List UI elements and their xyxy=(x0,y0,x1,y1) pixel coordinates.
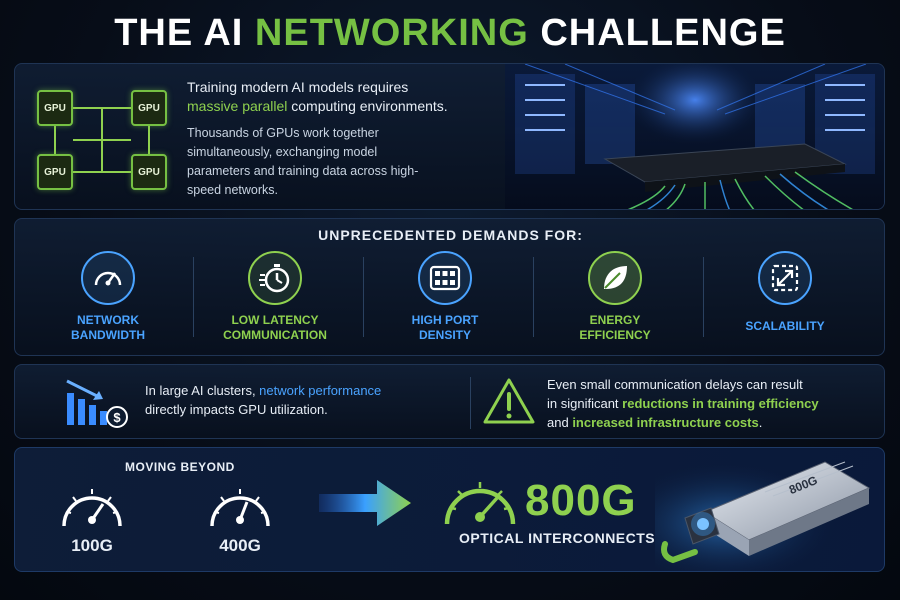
arrow-right-icon xyxy=(319,480,411,526)
intro-text: Training modern AI models requires massi… xyxy=(187,78,487,200)
gpu-chip: GPU xyxy=(131,154,167,190)
intro-line-2: massive parallel computing environments. xyxy=(187,98,448,114)
target-speed-800g: 800G xyxy=(525,476,637,525)
page-title: THE AI NETWORKING CHALLENGE xyxy=(114,12,786,54)
speed-400g-label: 400G xyxy=(219,536,261,555)
leaf-icon xyxy=(588,251,642,305)
optical-transceiver-module-image xyxy=(655,448,884,571)
gpu-interconnect-lines xyxy=(54,107,150,173)
impact-panel: $ In large AI clusters, network performa… xyxy=(14,364,885,439)
optical-interconnects-caption: OPTICAL INTERCONNECTS xyxy=(459,530,656,546)
divider xyxy=(533,257,534,337)
gauge-100g-icon xyxy=(62,489,122,527)
demands-heading: UNPRECEDENTED DEMANDS FOR: xyxy=(318,227,583,243)
gpu-chip: GPU xyxy=(131,90,167,126)
warning-icon xyxy=(483,378,535,424)
declining-chart-dollar-icon: $ xyxy=(66,379,128,428)
speedometer-icon xyxy=(81,251,135,305)
divider xyxy=(470,377,471,429)
switch-ports-icon xyxy=(418,251,472,305)
moving-beyond-label: MOVING BEYOND xyxy=(125,460,235,474)
impact-left-text: In large AI clusters, network performanc… xyxy=(145,383,382,417)
intro-panel: GPU GPU GPU GPU Training modern AI model… xyxy=(14,63,885,210)
demand-scalability: SCALABILITY xyxy=(710,251,860,351)
intro-paragraph: Thousands of GPUs work together simultan… xyxy=(187,126,419,197)
expand-arrows-icon xyxy=(758,251,812,305)
stopwatch-icon xyxy=(248,251,302,305)
divider xyxy=(193,257,194,337)
gpu-cluster-diagram: GPU GPU GPU GPU xyxy=(33,78,173,198)
svg-text:$: $ xyxy=(113,410,121,425)
datacenter-switch-image xyxy=(505,64,884,209)
demand-label: SCALABILITY xyxy=(745,319,825,333)
intro-line-1: Training modern AI models requires xyxy=(187,79,409,95)
gpu-chip: GPU xyxy=(37,90,73,126)
speeds-panel: MOVING BEYOND 100G 400G 800G OPTICAL INT… xyxy=(14,447,885,572)
gpu-chip: GPU xyxy=(37,154,73,190)
gauge-800g-icon xyxy=(444,482,516,525)
impact-right-text: Even small communication delays can resu… xyxy=(547,377,819,430)
speed-100g-label: 100G xyxy=(71,536,113,555)
divider xyxy=(363,257,364,337)
divider xyxy=(703,257,704,337)
gauge-400g-icon xyxy=(210,489,270,527)
